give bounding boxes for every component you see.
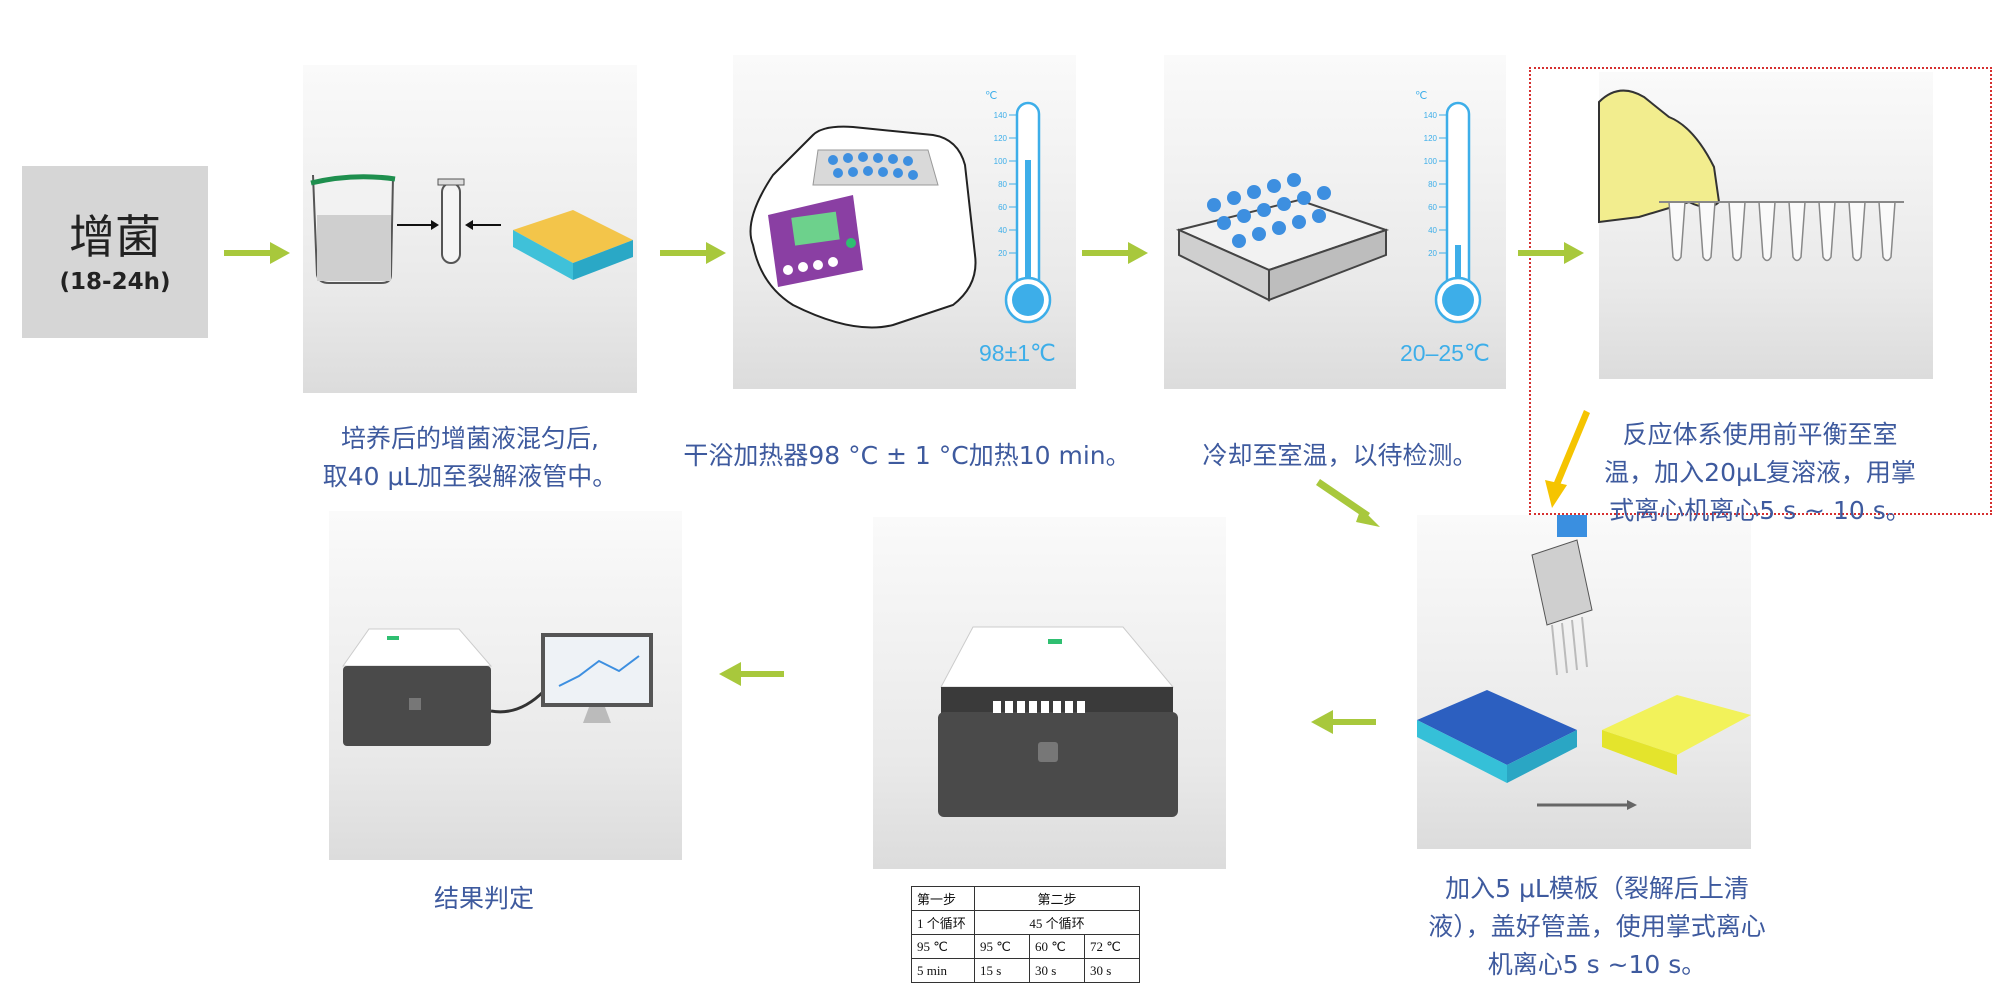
thermo-tick-label: 80 bbox=[998, 180, 1007, 189]
thermo-tick-label: 140 bbox=[994, 111, 1008, 120]
thermo-tick-label: 40 bbox=[998, 226, 1007, 235]
thermo-tick-label: 60 bbox=[998, 203, 1007, 212]
arrow-down-diagonal bbox=[1316, 479, 1380, 527]
thermo-unit: ℃ bbox=[1415, 90, 1427, 102]
caption-line: 液），盖好管盖，使用掌式离心 bbox=[1428, 912, 1766, 941]
illustration-step7 bbox=[342, 628, 653, 746]
thermo-label-step3: 20–25℃ bbox=[1400, 340, 1490, 366]
table-row: 5 min 15 s 30 s 30 s bbox=[911, 958, 1140, 983]
table-cell: 15 s bbox=[974, 958, 1030, 983]
caption-step2: 干浴加热器98 °C ± 1 °C加热10 min。 bbox=[683, 437, 1130, 475]
illustration-step5 bbox=[1417, 515, 1751, 810]
thermo-ticks-2: 140 120 100 80 60 40 20 bbox=[1424, 111, 1447, 258]
table-cell: 60 ℃ bbox=[1029, 934, 1085, 959]
table-cell: 95 ℃ bbox=[911, 934, 975, 959]
thermometer-step3: ℃ 140 120 100 80 60 40 20 bbox=[1415, 90, 1482, 324]
arrow-right-1 bbox=[224, 242, 290, 264]
caption-line: 反应体系使用前平衡至室 bbox=[1622, 420, 1898, 449]
illustration-step2 bbox=[749, 125, 977, 329]
caption-step1: 培养后的增菌液混匀后, 取40 μL加至裂解液管中。 bbox=[323, 420, 618, 496]
illustration-step4 bbox=[1598, 89, 1904, 262]
table-cell: 72 ℃ bbox=[1084, 934, 1140, 959]
arrow-right-4 bbox=[1518, 242, 1584, 264]
start-title: 增菌 bbox=[69, 210, 161, 264]
table-row: 第一步 第二步 bbox=[911, 886, 1140, 911]
caption-line: 温，加入20μL复溶液，用掌 bbox=[1604, 458, 1916, 487]
table-cell: 95 ℃ bbox=[974, 934, 1030, 959]
table-cell: 45 个循环 bbox=[974, 910, 1140, 935]
illustration-step1 bbox=[310, 174, 633, 284]
arrow-left-2 bbox=[719, 662, 784, 686]
illustration-step3 bbox=[1175, 173, 1390, 302]
table-cell: 第一步 bbox=[911, 886, 975, 911]
start-subtitle: (18-24h) bbox=[59, 269, 171, 295]
arrow-yellow bbox=[1545, 410, 1590, 508]
thermo-tick-label: 40 bbox=[1428, 226, 1437, 235]
start-box: 增菌 (18-24h) bbox=[22, 166, 208, 338]
table-row: 95 ℃ 95 ℃ 60 ℃ 72 ℃ bbox=[911, 934, 1140, 959]
thermo-tick-label: 80 bbox=[1428, 180, 1437, 189]
table-cell: 1 个循环 bbox=[911, 910, 975, 935]
thermo-tick-label: 100 bbox=[1424, 157, 1438, 166]
table-cell: 第二步 bbox=[974, 886, 1140, 911]
thermo-tick-label: 100 bbox=[994, 157, 1008, 166]
table-row: 1 个循环 45 个循环 bbox=[911, 910, 1140, 935]
caption-step7: 结果判定 bbox=[434, 880, 534, 918]
thermo-tick-label: 120 bbox=[994, 134, 1008, 143]
caption-step5: 加入5 μL模板（裂解后上清 液），盖好管盖，使用掌式离心 机离心5 s ~10… bbox=[1428, 870, 1766, 984]
arrow-right-2 bbox=[660, 242, 726, 264]
thermo-unit: ℃ bbox=[985, 90, 997, 102]
table-cell: 5 min bbox=[911, 958, 975, 983]
caption-line: 机离心5 s ~10 s。 bbox=[1487, 950, 1707, 979]
thermometer-step2: ℃ 140 120 100 80 60 40 20 bbox=[985, 90, 1052, 324]
illustration-step6 bbox=[938, 626, 1178, 817]
highlight-box bbox=[1529, 67, 1992, 515]
caption-line: 冷却至室温，以待检测。 bbox=[1202, 441, 1478, 470]
caption-line: 培养后的增菌液混匀后, bbox=[341, 424, 599, 453]
thermo-tick-label: 120 bbox=[1424, 134, 1438, 143]
thermo-tick-label: 140 bbox=[1424, 111, 1438, 120]
thermo-label-step2: 98±1℃ bbox=[979, 340, 1056, 366]
caption-line: 干浴加热器98 °C ± 1 °C加热10 min。 bbox=[683, 441, 1131, 470]
thermo-ticks-1: 140 120 100 80 60 40 20 bbox=[994, 111, 1017, 258]
thermo-tick-label: 20 bbox=[1428, 249, 1437, 258]
caption-line: 加入5 μL模板（裂解后上清 bbox=[1445, 874, 1749, 903]
caption-line: 式离心机离心5 s ~ 10 s。 bbox=[1609, 496, 1911, 525]
arrow-right-3 bbox=[1082, 242, 1148, 264]
arrow-left-1 bbox=[1311, 710, 1376, 734]
caption-line: 结果判定 bbox=[433, 884, 535, 913]
caption-step3: 冷却至室温，以待检测。 bbox=[1202, 437, 1477, 475]
thermo-tick-label: 20 bbox=[998, 249, 1007, 258]
table-cell: 30 s bbox=[1084, 958, 1140, 983]
pcr-program-table: 第一步 第二步 1 个循环 45 个循环 95 ℃ 95 ℃ 60 ℃ 72 ℃… bbox=[911, 886, 1140, 983]
caption-line: 取40 μL加至裂解液管中。 bbox=[322, 462, 618, 491]
caption-step4: 反应体系使用前平衡至室 温，加入20μL复溶液，用掌 式离心机离心5 s ~ 1… bbox=[1604, 416, 1916, 530]
table-cell: 30 s bbox=[1029, 958, 1085, 983]
thermo-tick-label: 60 bbox=[1428, 203, 1437, 212]
